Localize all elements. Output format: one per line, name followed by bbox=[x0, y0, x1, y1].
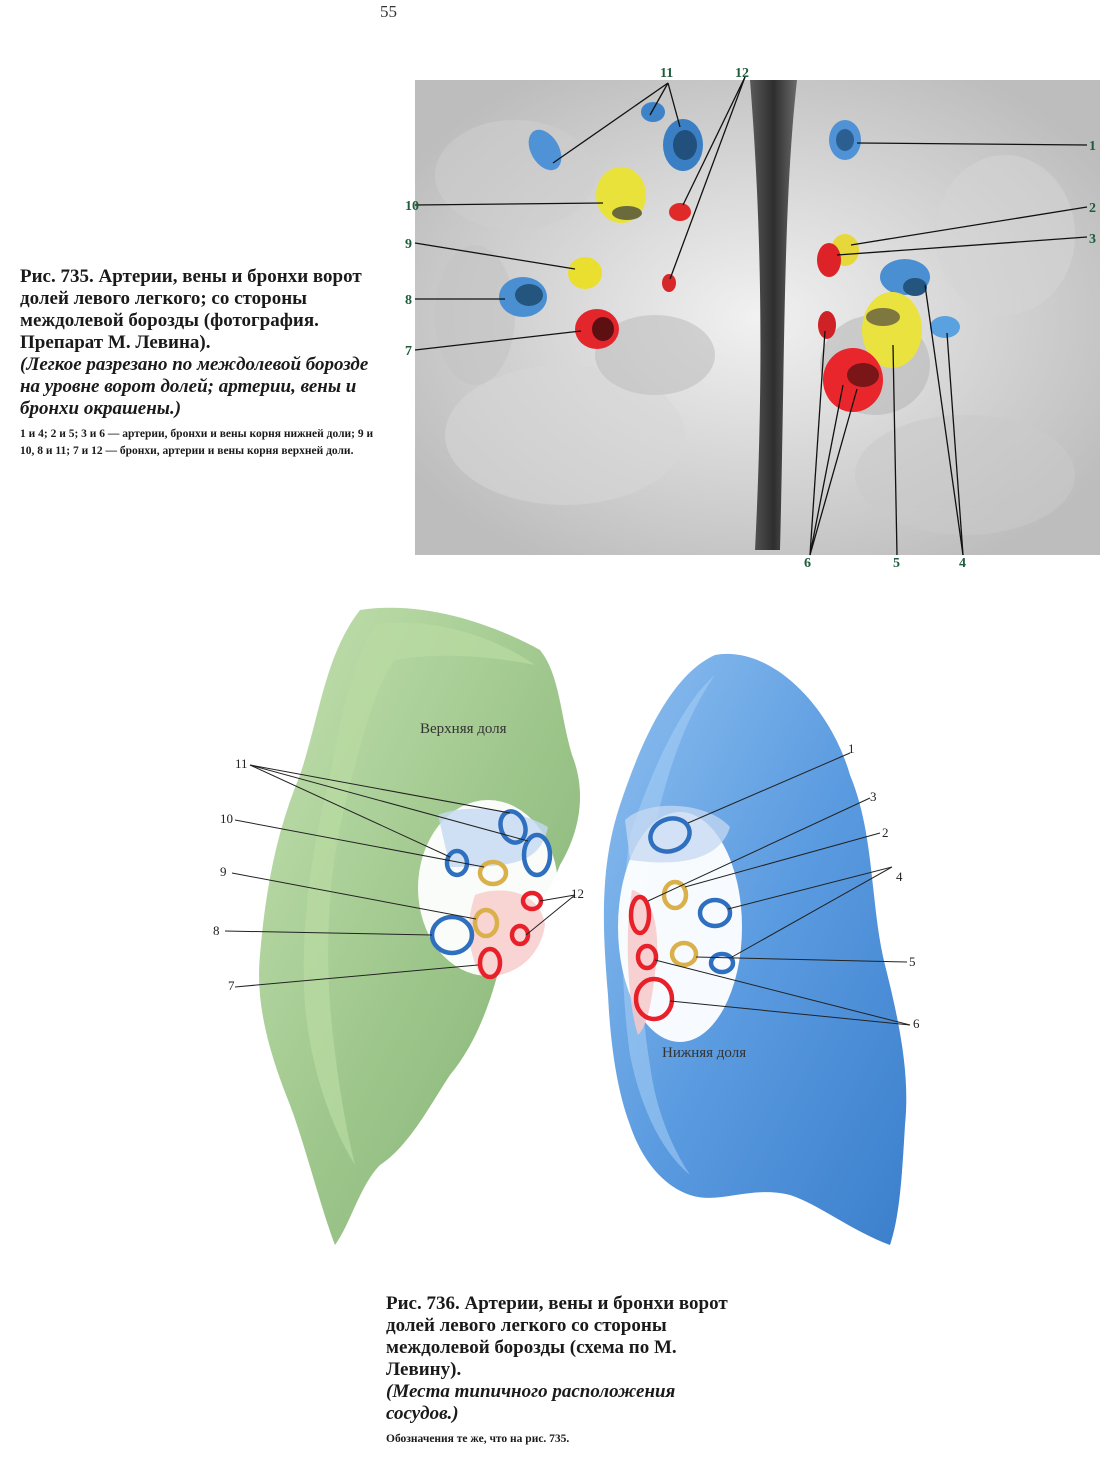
fig736-label-8: 8 bbox=[213, 923, 220, 938]
fig736-schema: Верхняя доля Нижняя доля bbox=[213, 607, 920, 1245]
central-vessel bbox=[750, 80, 797, 550]
upper-lobe-label: Верхняя доля bbox=[420, 721, 507, 737]
fig735-label-6: 6 bbox=[804, 556, 811, 571]
fig736-leader-lines bbox=[224, 752, 911, 1026]
fig735-label-8: 8 bbox=[405, 293, 412, 308]
fig735-label-1: 1 bbox=[1089, 139, 1096, 154]
upper-vein-11-left bbox=[444, 848, 470, 878]
fig736-label-6: 6 bbox=[913, 1016, 920, 1031]
fig736-label-1: 1 bbox=[848, 741, 855, 756]
page-number: 55 bbox=[380, 2, 397, 21]
artery-12a bbox=[669, 203, 691, 221]
fig735-photo: 11 12 1 2 3 4 5 6 10 9 8 7 bbox=[405, 66, 1100, 571]
fig736-caption-title: Рис. 736. Артерии, вены и бронхи ворот д… bbox=[386, 1293, 728, 1380]
lower-lobe-label: Нижняя доля bbox=[662, 1045, 746, 1061]
fig735-caption-note: 1 и 4; 2 и 5; 3 и 6 — артерии, бронхи и … bbox=[20, 428, 374, 457]
fig735-caption: Рис. 735. Артерии, вены и бронхи ворот д… bbox=[20, 266, 380, 460]
artery-6a bbox=[818, 311, 836, 339]
fig736-label-2: 2 bbox=[882, 825, 889, 840]
upper-hilum-vein-zone bbox=[438, 808, 548, 867]
lower-bronchus-5 bbox=[669, 940, 699, 968]
lower-hilum-vein-zone bbox=[625, 805, 730, 863]
fig735-label-11: 11 bbox=[660, 66, 673, 81]
upper-artery-7 bbox=[477, 946, 503, 980]
fig735-label-3: 3 bbox=[1089, 232, 1096, 247]
fig735-caption-italic: (Легкое разрезано по междолевой борозде … bbox=[20, 354, 369, 419]
bronchi bbox=[568, 167, 922, 368]
upper-bronchus-9 bbox=[472, 907, 500, 939]
arteries bbox=[575, 203, 883, 412]
fig735-leader-lines bbox=[414, 76, 1088, 556]
fig735-label-5: 5 bbox=[893, 556, 900, 571]
lower-vein-1 bbox=[648, 816, 692, 854]
veins bbox=[499, 102, 960, 338]
fig736-label-11: 11 bbox=[235, 756, 248, 771]
lower-vein-4a bbox=[697, 897, 733, 929]
vein-11b bbox=[641, 102, 665, 122]
fig736-label-3: 3 bbox=[870, 789, 877, 804]
bronchus-9 bbox=[568, 257, 602, 289]
fig736-label-4: 4 bbox=[896, 869, 903, 884]
upper-artery-12b bbox=[509, 923, 531, 947]
fig735-label-10: 10 bbox=[405, 199, 419, 214]
fig735-label-12: 12 bbox=[735, 66, 749, 81]
lower-lobe-vessels bbox=[628, 816, 736, 1022]
fig735-label-7: 7 bbox=[405, 344, 412, 359]
fig735-label-2: 2 bbox=[1089, 201, 1096, 216]
lower-bronchus-2 bbox=[661, 879, 689, 911]
lower-vein-4b bbox=[708, 951, 736, 975]
lower-lobe-highlight bbox=[622, 675, 715, 1175]
upper-vein-11-top bbox=[498, 809, 528, 845]
artery-12b bbox=[662, 274, 676, 292]
vein-4b bbox=[930, 316, 960, 338]
vein-11a bbox=[528, 129, 562, 171]
lower-lobe-shape bbox=[603, 653, 907, 1245]
fig736-caption-italic: (Места типичного расположения сосудов.) bbox=[386, 1381, 676, 1424]
fig736-caption-note: Обозначения те же, что на рис. 735. bbox=[386, 1433, 570, 1445]
lower-artery-3 bbox=[628, 894, 652, 936]
fig735-label-4: 4 bbox=[959, 556, 966, 571]
upper-vein-11-right bbox=[521, 832, 553, 878]
fig736-label-7: 7 bbox=[228, 978, 235, 993]
fig736-label-5: 5 bbox=[909, 954, 916, 969]
fig736-caption: Рис. 736. Артерии, вены и бронхи ворот д… bbox=[386, 1293, 746, 1448]
fig736-label-10: 10 bbox=[220, 811, 233, 826]
fig736-label-9: 9 bbox=[220, 864, 227, 879]
lower-artery-6a bbox=[635, 943, 659, 971]
artery-3 bbox=[817, 243, 841, 277]
fig735-caption-title: Рис. 735. Артерии, вены и бронхи ворот д… bbox=[20, 266, 362, 353]
lower-artery-6b bbox=[633, 976, 675, 1022]
upper-bronchus-10 bbox=[477, 859, 509, 887]
fig735-label-9: 9 bbox=[405, 237, 412, 252]
fig736-label-12: 12 bbox=[571, 886, 584, 901]
